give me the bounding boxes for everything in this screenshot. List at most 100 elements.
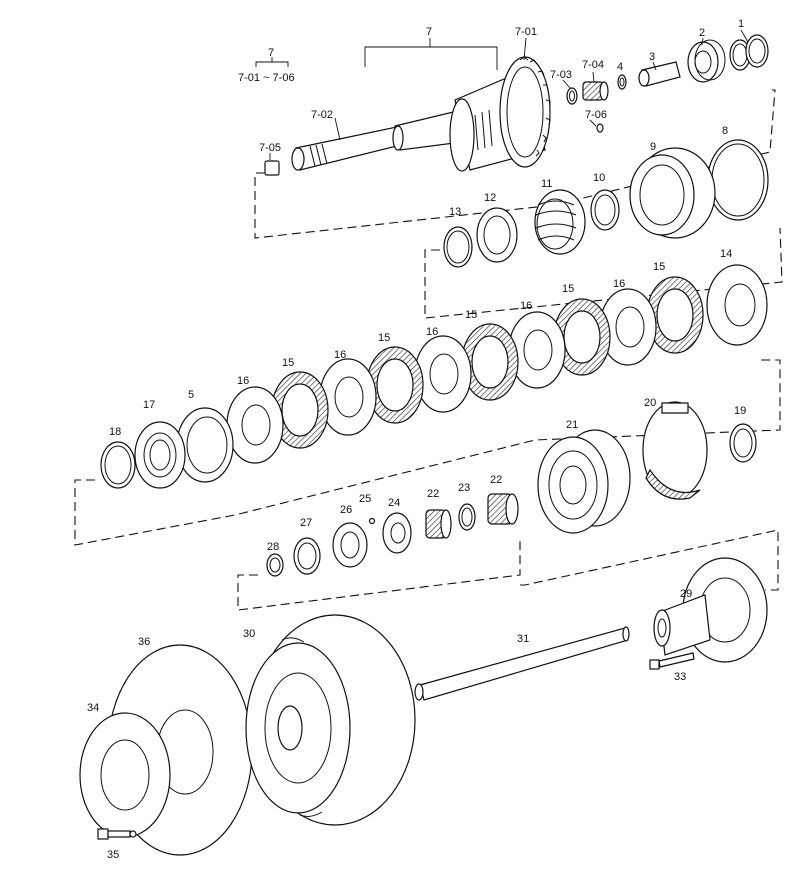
part-19-ring (729, 423, 757, 463)
part-15-friction-plate-c (461, 323, 519, 401)
label-5: 5 (188, 389, 194, 401)
label-7-01: 7-01 (515, 26, 537, 38)
label-22-b: 22 (427, 488, 439, 500)
label-15-e: 15 (282, 357, 294, 369)
label-25: 25 (359, 493, 371, 505)
part-7-03-ring (566, 87, 578, 105)
label-12: 12 (484, 192, 496, 204)
label-18: 18 (109, 426, 121, 438)
part-28-ring (266, 553, 284, 577)
label-34: 34 (87, 702, 99, 714)
part-17-hub (134, 421, 186, 489)
label-31: 31 (517, 633, 529, 645)
label-8: 8 (722, 125, 728, 137)
part-25-ball (368, 517, 376, 525)
label-7-05: 7-05 (259, 142, 281, 154)
part-22-bearing-a (487, 493, 519, 525)
label-30: 30 (243, 628, 255, 640)
label-17: 17 (143, 399, 155, 411)
part-21-carrier (537, 429, 631, 534)
part-20-band (642, 401, 708, 500)
label-16-a: 16 (613, 278, 625, 290)
label-24: 24 (388, 497, 400, 509)
label-23: 23 (458, 482, 470, 494)
part-9-piston (629, 147, 716, 239)
part-16-steel-plate-c (414, 335, 472, 413)
part-15-friction-plate-e (271, 371, 329, 449)
part-16-steel-plate-a (599, 288, 657, 366)
part-14-plate (706, 264, 768, 346)
part-13-snap-ring (443, 226, 473, 268)
converter-group (79, 557, 768, 856)
label-19: 19 (734, 405, 746, 417)
group-note-number: 7 (268, 47, 274, 59)
label-7-06: 7-06 (585, 109, 607, 121)
label-27: 27 (300, 517, 312, 529)
group-note-range: 7-01 ~ 7-06 (238, 72, 295, 84)
part-7-06-pin (596, 123, 604, 133)
label-1: 1 (738, 18, 744, 30)
label-36: 36 (138, 636, 150, 648)
part-26-bearing (332, 522, 368, 568)
part-3-sleeve (638, 61, 681, 87)
label-7-02: 7-02 (311, 109, 333, 121)
part-7-04-bearing (582, 81, 609, 101)
label-3: 3 (649, 51, 655, 63)
label-16-b: 16 (520, 300, 532, 312)
label-28: 28 (267, 541, 279, 553)
part-15-friction-plate-a (646, 276, 704, 354)
label-9: 9 (650, 141, 656, 153)
label-14: 14 (720, 248, 732, 260)
label-33: 33 (674, 671, 686, 683)
label-15-a: 15 (653, 261, 665, 273)
part-27-ring (293, 537, 321, 575)
part-4-washer (617, 74, 627, 90)
label-16-c: 16 (426, 326, 438, 338)
part-24-gear (382, 512, 412, 554)
part-33-bolt (649, 652, 695, 670)
part-7-01-drum (449, 56, 551, 172)
input-shaft-group (264, 34, 769, 176)
part-34-adapter (79, 712, 171, 838)
label-20: 20 (644, 397, 656, 409)
assembly-guide-lines (74, 89, 783, 611)
label-15-b: 15 (562, 283, 574, 295)
part-15-friction-plate-d (366, 346, 424, 424)
clutch-drum-group (443, 139, 769, 268)
part-8-ring (707, 139, 769, 221)
label-21: 21 (566, 419, 578, 431)
label-7: 7 (426, 26, 432, 38)
part-23-washer (458, 503, 476, 531)
label-2: 2 (699, 27, 705, 39)
label-16-e: 16 (237, 375, 249, 387)
label-7-04: 7-04 (582, 59, 604, 71)
leader-lines (255, 29, 749, 160)
label-4: 4 (617, 61, 623, 73)
label-26: 26 (340, 504, 352, 516)
part-7-05-bushing (264, 160, 280, 176)
label-7-03: 7-03 (550, 69, 572, 81)
part-15-friction-plate-b (553, 298, 611, 376)
part-16-steel-plate-b (508, 311, 566, 389)
part-labels: 7 7-01 ~ 7-06 1 2 3 4 7 7-01 7-02 7-03 7… (87, 18, 746, 861)
label-22-a: 22 (490, 474, 502, 486)
part-29-pump (653, 557, 768, 663)
label-10: 10 (593, 172, 605, 184)
label-16-d: 16 (334, 349, 346, 361)
part-11-seal (534, 189, 586, 255)
part-31-shaft (414, 626, 630, 701)
part-5-ring (176, 407, 234, 483)
label-15-d: 15 (378, 332, 390, 344)
part-30-torque-converter (245, 614, 416, 826)
label-15-c: 15 (465, 309, 477, 321)
clutch-pack-group (100, 264, 768, 489)
part-16-steel-plate-d (319, 358, 377, 436)
part-18-snap-ring (100, 441, 136, 489)
part-22-bearing-b (425, 509, 452, 539)
label-11: 11 (541, 178, 552, 190)
part-12-ring (476, 207, 518, 263)
part-2-bearing (687, 39, 726, 83)
part-35-bolt (97, 828, 137, 840)
planetary-group (266, 401, 757, 577)
